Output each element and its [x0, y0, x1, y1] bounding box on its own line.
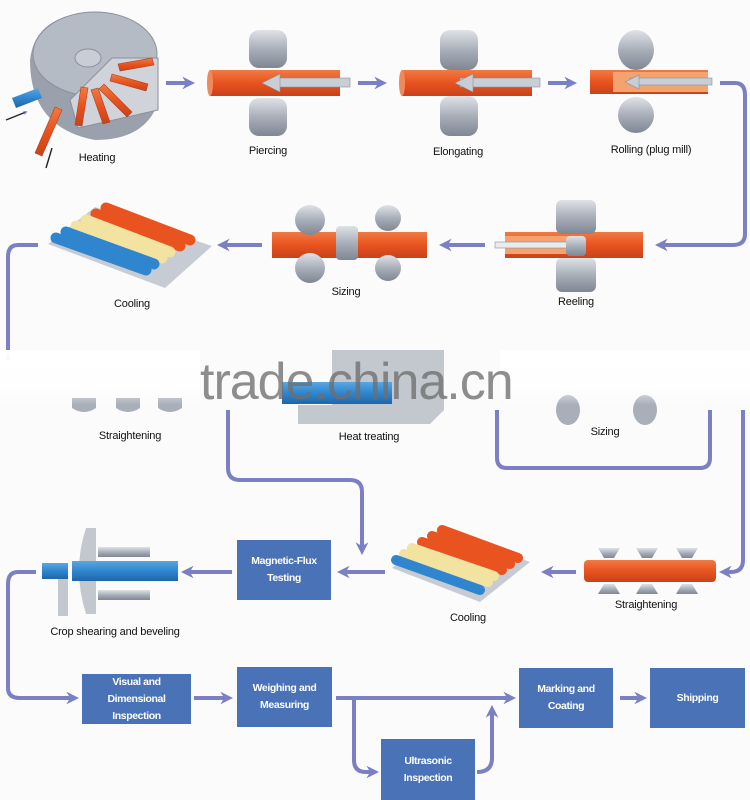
heating-furnace-illustration — [5, 11, 159, 169]
process-box-magnetic-flux-testing: Magnetic-Flux Testing — [237, 540, 331, 600]
box-line: Weighing and — [252, 682, 317, 694]
stage-label-heat-treating: Heat treating — [338, 431, 400, 443]
watermark-fade-band — [0, 350, 200, 405]
stage-label-piercing: Piercing — [248, 145, 288, 157]
box-line: Measuring — [260, 699, 309, 711]
box-line: Marking and — [537, 683, 595, 695]
sizing-illustration — [272, 205, 427, 283]
cooling-rack-illustration — [48, 202, 212, 288]
process-box-ultrasonic-inspection: Ultrasonic Inspection — [381, 739, 475, 800]
crop-shearing-illustration — [42, 528, 178, 616]
box-line: Shipping — [676, 691, 719, 704]
stage-label-straightening-2: Straightening — [614, 599, 678, 611]
cooling-rack-illustration-2 — [391, 525, 530, 602]
box-line: Testing — [267, 572, 301, 584]
stage-label-elongating: Elongating — [433, 146, 483, 158]
stage-label-sizing: Sizing — [331, 286, 361, 298]
arrow-crop-visual — [6, 570, 80, 705]
arrow-rolling-reeling — [654, 81, 747, 252]
arrow-ultrasonic-marking — [476, 704, 499, 774]
stage-label-heating: Heating — [78, 152, 116, 164]
watermark-text: trade.china.cn — [200, 353, 514, 411]
rolling-illustration — [590, 30, 713, 133]
stage-label-sizing-2: Sizing — [590, 426, 620, 438]
flow-arrows — [6, 76, 747, 779]
box-line: Ultrasonic — [404, 754, 452, 767]
stage-label-cooling-2: Cooling — [450, 612, 486, 624]
stage-label-reeling: Reeling — [558, 296, 594, 308]
box-line: Dimensional Inspection — [107, 692, 166, 722]
arrow-straightening-heattreat — [226, 410, 369, 556]
arrow-sizing-loop — [495, 410, 712, 470]
straightening-rollers-illustration — [584, 548, 716, 594]
reeling-illustration — [494, 200, 643, 292]
process-box-marking-coating: Marking and Coating — [519, 668, 613, 728]
arrow-cooling-straightening — [6, 243, 38, 360]
process-box-visual-inspection: Visual and Dimensional Inspection — [82, 674, 191, 724]
arrow-weighing-ultrasonic — [352, 698, 380, 779]
process-box-shipping: Shipping — [650, 668, 745, 728]
stage-label-crop-shearing: Crop shearing and beveling — [50, 626, 180, 638]
box-line: Visual and — [112, 675, 161, 688]
stage-label-rolling: Rolling (plug mill) — [610, 144, 692, 156]
box-line: Inspection — [403, 771, 453, 784]
watermark-fade-band — [500, 350, 750, 405]
box-line: Magnetic-Flux — [251, 555, 317, 567]
elongating-illustration — [399, 30, 541, 136]
box-line: Coating — [547, 700, 585, 712]
heat-treating-illustration — [282, 350, 444, 424]
process-box-weighing-measuring: Weighing and Measuring — [237, 667, 332, 727]
arrow-to-straightening — [718, 410, 745, 579]
piercing-illustration — [207, 30, 351, 136]
stage-label-cooling: Cooling — [114, 298, 150, 310]
stage-label-straightening: Straightening — [98, 430, 162, 442]
